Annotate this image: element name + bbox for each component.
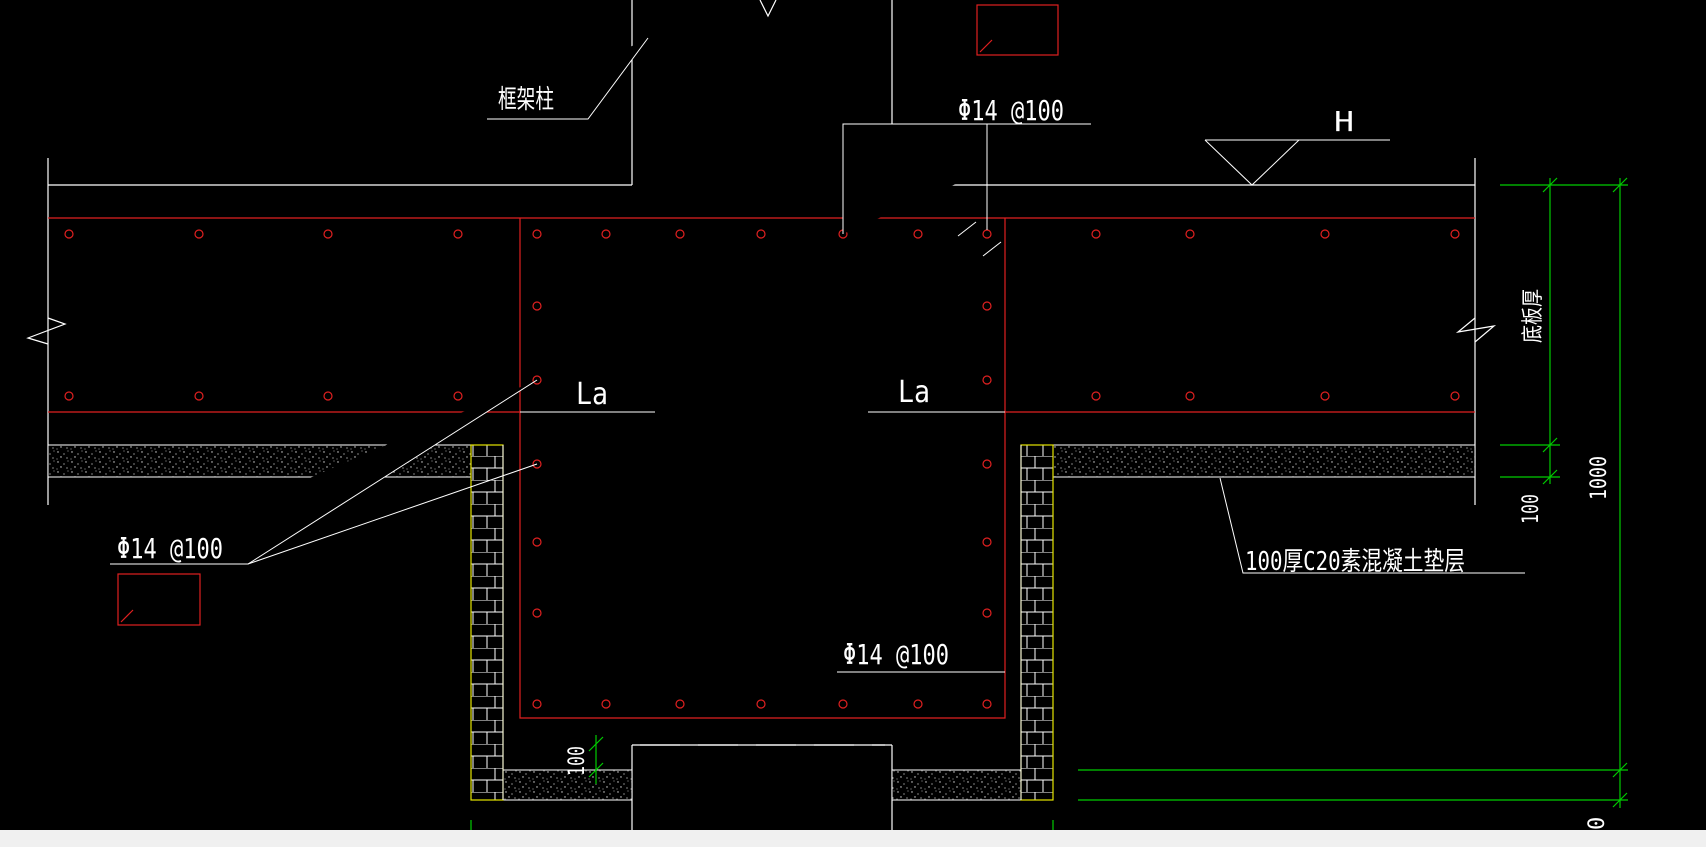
rebar-dot-pit-left-26: [532, 537, 542, 547]
label-elevation-h: H: [1334, 105, 1354, 138]
rebar-dot-slab-bottom-right-22: [1450, 391, 1460, 401]
tick-pit-2: [588, 762, 604, 778]
rebar-dot-top-14: [1450, 229, 1460, 239]
rebar-dot-slab-bottom-left-16: [194, 391, 204, 401]
leader-cushion: [1219, 477, 1525, 574]
rebar-dot-top-1: [194, 229, 204, 239]
leader-rebar-left-b: [247, 463, 538, 565]
cushion-layers: [47, 444, 1476, 801]
rebar-dot-top-11: [1091, 229, 1101, 239]
rebar-dot-pit-bottom-34: [601, 699, 611, 709]
rebar-dot-top-6: [675, 229, 685, 239]
rebar-dot-pit-bottom-38: [913, 699, 923, 709]
rebar-dot-pit-left-27: [532, 608, 542, 618]
rebar-dot-pit-bottom-37: [838, 699, 848, 709]
rebar-dot-slab-bottom-left-15: [64, 391, 74, 401]
dim-text-100-right: 100: [1519, 494, 1544, 524]
dimension-lines: [470, 177, 1628, 830]
rebar-dot-pit-right-28: [982, 301, 992, 311]
label-rebar-left: Φ14 @100: [117, 532, 223, 565]
slash-mark-2: [982, 241, 1002, 257]
rebar-dot-slab-bottom-left-18: [453, 391, 463, 401]
brick-wall-right: [1020, 444, 1054, 801]
leader-frame-column: [487, 37, 649, 120]
rebar-dot-top-10: [982, 229, 992, 239]
tick-total-1: [1612, 762, 1628, 778]
rebar-dot-pit-right-29: [982, 375, 992, 385]
elevation-triangle: [1204, 139, 1301, 186]
cushion-pit-right: [891, 769, 1022, 801]
break-symbol-left: [26, 317, 67, 345]
dim-text-100-pit: 100: [565, 746, 590, 776]
label-rebar-pit-bottom: Φ14 @100: [843, 638, 949, 671]
marker-box-left-tick: [120, 609, 134, 623]
bottom-status-strip: [0, 830, 1706, 847]
tick-cushion-bottom: [1542, 469, 1558, 485]
rebar-dot-top-7: [756, 229, 766, 239]
dim-text-zero: 0: [1585, 817, 1610, 830]
rebar-dot-top-3: [453, 229, 463, 239]
label-cushion-layer: 100厚C20素混凝土垫层: [1245, 547, 1465, 577]
top-mark: [759, 0, 777, 18]
rebar-dot-pit-left-25: [532, 459, 542, 469]
slash-mark-1: [957, 221, 977, 237]
marker-box-top: [976, 4, 1059, 56]
rebar-dot-pit-left-23: [532, 301, 542, 311]
tick-pit-1: [588, 736, 604, 752]
break-symbol-right: [1455, 317, 1497, 343]
rebar-dot-slab-bottom-right-19: [1091, 391, 1101, 401]
tick-total-2: [1612, 792, 1628, 808]
leader-lines: [110, 37, 1525, 673]
dim-text-1000: 1000: [1587, 456, 1612, 500]
rebar-dot-top-2: [323, 229, 333, 239]
label-anchor-right: La: [898, 375, 930, 410]
rebar-dot-pit-bottom-39: [982, 699, 992, 709]
cushion-right: [1052, 444, 1476, 478]
rebar-dot-pit-bottom-33: [532, 699, 542, 709]
tick-total-top: [1612, 177, 1628, 193]
rebar-dot-pit-right-30: [982, 459, 992, 469]
rebar-pit-outline: [519, 218, 1006, 719]
rebar-dot-top-0: [64, 229, 74, 239]
dim-text-slab-thickness: 底板厚: [1521, 289, 1546, 343]
brick-wall-left: [470, 444, 504, 801]
rebar-dot-top-5: [601, 229, 611, 239]
label-rebar-top: Φ14 @100: [958, 94, 1064, 127]
rebar-dot-pit-bottom-35: [675, 699, 685, 709]
tick-slab-bottom: [1542, 437, 1558, 453]
rebar-dot-pit-right-32: [982, 608, 992, 618]
rebar-dot-pit-right-31: [982, 537, 992, 547]
rebar-dots: [64, 229, 1460, 709]
rebar-dot-slab-bottom-left-17: [323, 391, 333, 401]
marker-box-top-tick: [979, 39, 993, 53]
label-frame-column: 框架柱: [498, 85, 554, 115]
rebar-dot-pit-bottom-36: [756, 699, 766, 709]
rebar-dot-slab-bottom-right-21: [1320, 391, 1330, 401]
brick-walls: [470, 444, 1054, 801]
rebar-dot-top-13: [1320, 229, 1330, 239]
rebar-dot-top-9: [913, 229, 923, 239]
label-anchor-left: La: [576, 377, 608, 412]
rebar-dot-pit-left-24: [532, 375, 542, 385]
reinforcement: [48, 4, 1475, 719]
leader-rebar-top: [842, 123, 1091, 234]
marker-box-left: [117, 573, 201, 626]
rebar-dot-top-12: [1185, 229, 1195, 239]
rebar-dot-slab-bottom-right-20: [1185, 391, 1195, 401]
structure-outline: [26, 0, 1497, 830]
rebar-dot-top-4: [532, 229, 542, 239]
tick-slab-top: [1542, 177, 1558, 193]
